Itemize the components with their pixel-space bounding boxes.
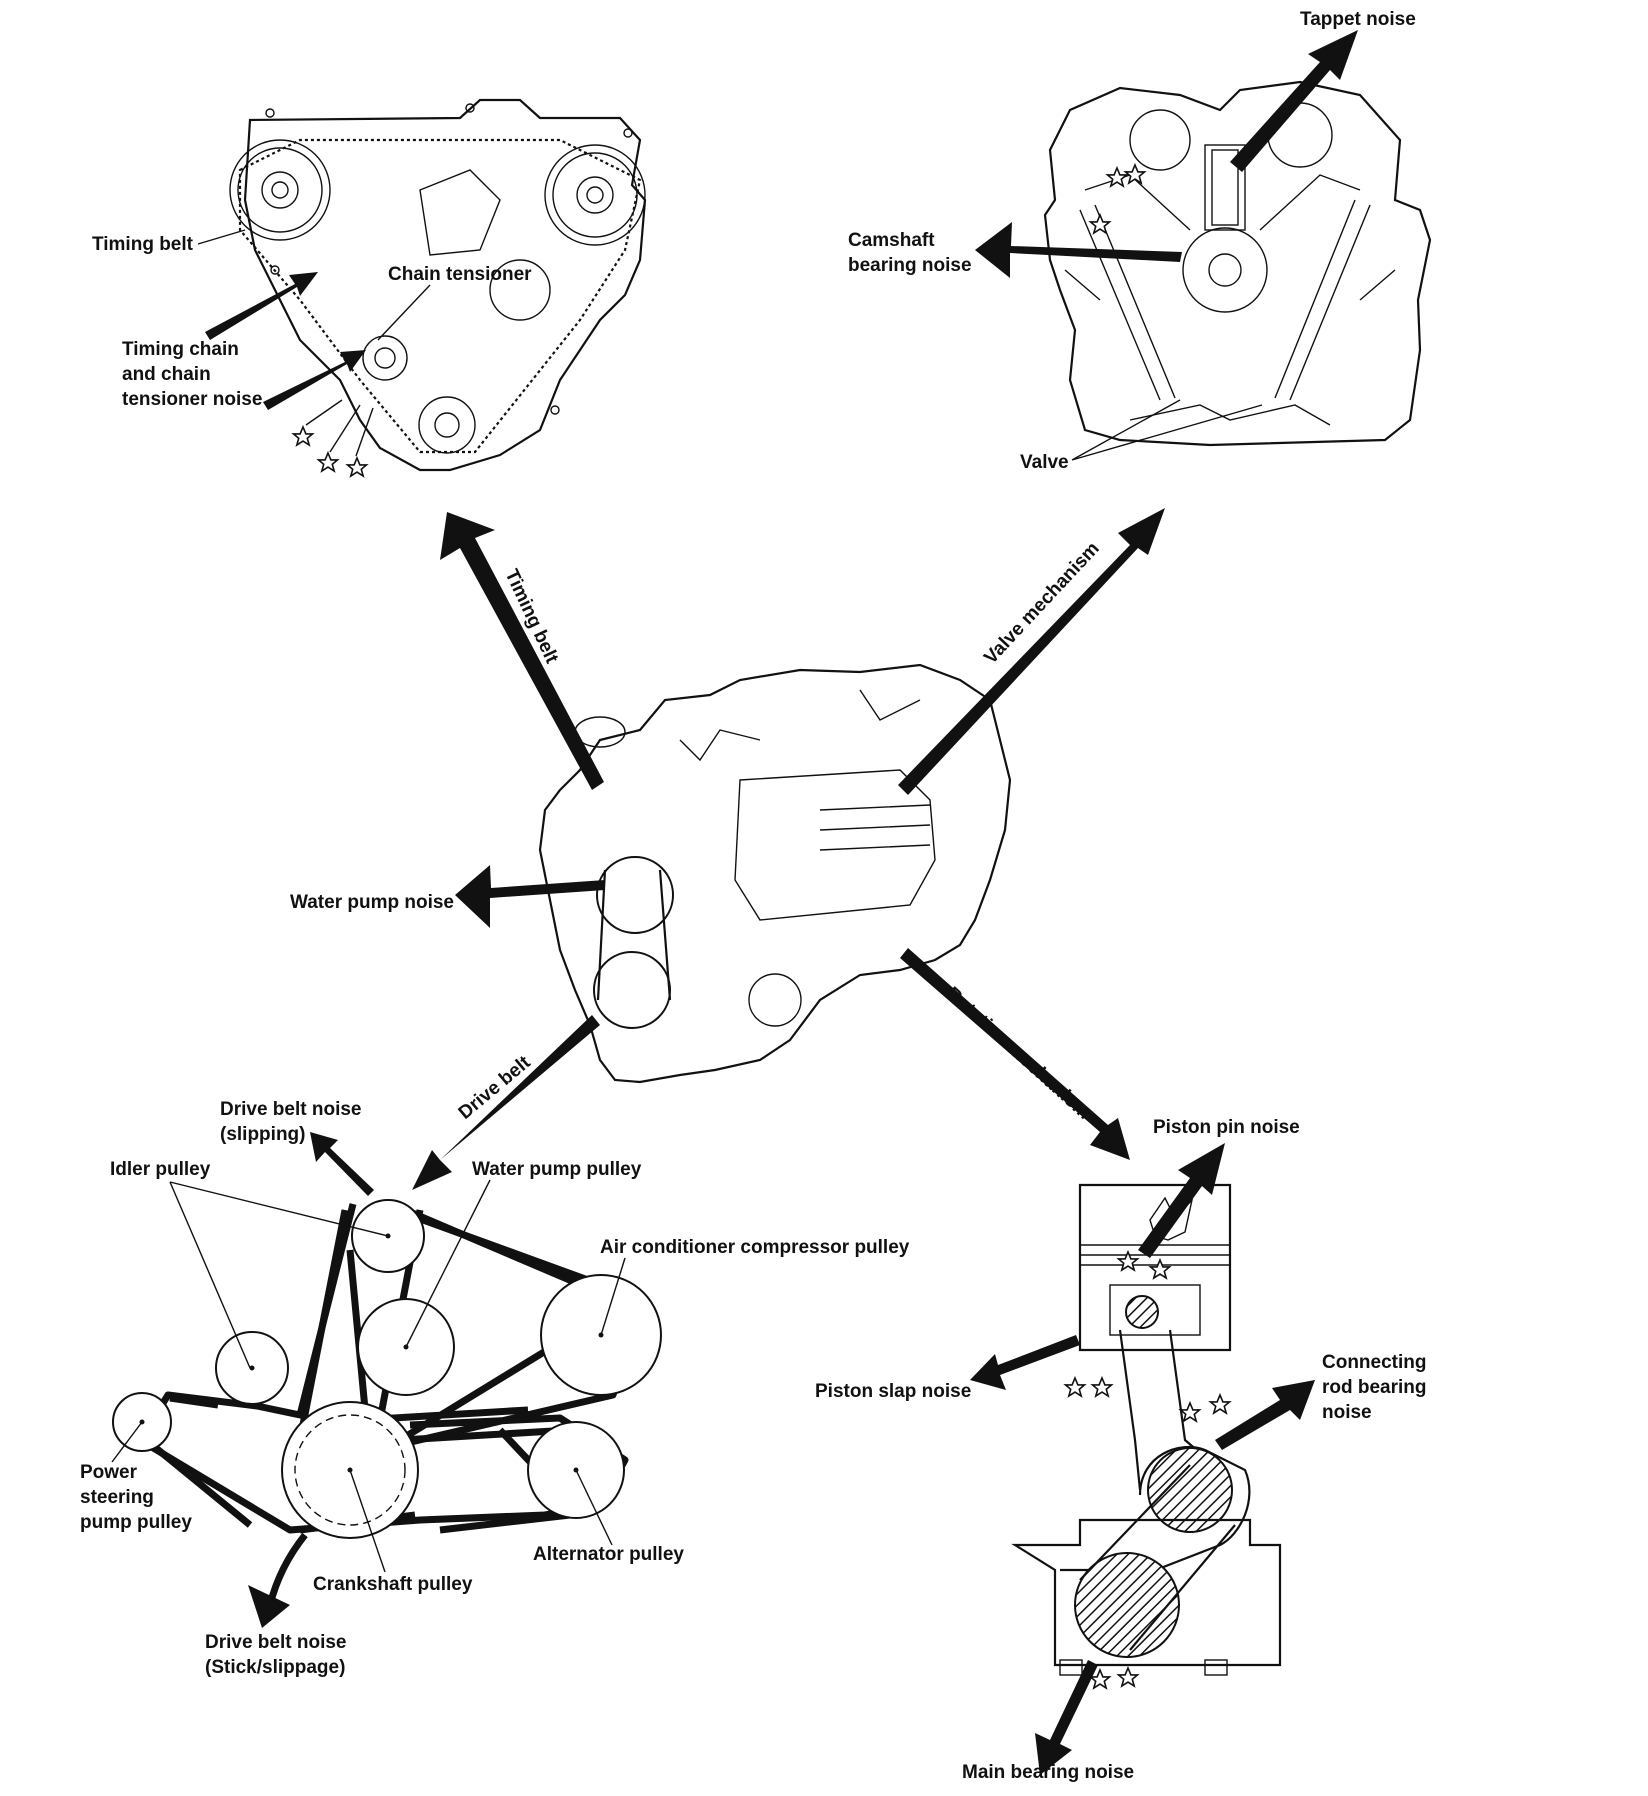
main-bearing-noise-arrow bbox=[1035, 1660, 1098, 1775]
connecting-rod-noise-line3: noise bbox=[1322, 1402, 1372, 1423]
timing-chain-noise-label-line3: tensioner noise bbox=[122, 389, 262, 410]
piston-pin-noise-label: Piston pin noise bbox=[1153, 1117, 1300, 1138]
water-pump-pulley-label: Water pump pulley bbox=[472, 1159, 642, 1180]
star-icon bbox=[1149, 1259, 1171, 1279]
camshaft-bearing-noise-line2: bearing noise bbox=[848, 255, 972, 276]
power-steering-pulley-line1: Power bbox=[80, 1462, 138, 1483]
piston-slap-noise-arrow bbox=[970, 1335, 1080, 1390]
power-steering-pulley-line2: steering bbox=[80, 1487, 154, 1508]
star-icon bbox=[346, 457, 368, 477]
piston-pin-noise-arrow bbox=[1138, 1143, 1225, 1258]
timing-belt-branch-arrow bbox=[440, 512, 604, 790]
water-pump-noise-label: Water pump noise bbox=[290, 892, 454, 913]
connecting-rod-noise-line2: rod bearing bbox=[1322, 1377, 1427, 1398]
tensioner-arrow bbox=[263, 350, 366, 410]
camshaft-bearing-noise-line1: Camshaft bbox=[848, 230, 935, 251]
valve-mechanism-branch-arrow bbox=[898, 508, 1165, 795]
drive-belt-branch-arrow bbox=[412, 1015, 600, 1190]
water-pump-noise-arrow bbox=[455, 865, 605, 928]
timing-chain-arrow bbox=[205, 272, 318, 340]
chain-tensioner-label: Chain tensioner bbox=[388, 264, 532, 285]
main-bearing-noise-label: Main bearing noise bbox=[962, 1762, 1134, 1783]
star-icon bbox=[292, 426, 314, 446]
timing-chain-noise-label-line2: and chain bbox=[122, 364, 211, 385]
drive-belt-noise-slipping-line1: Drive belt noise bbox=[220, 1099, 362, 1120]
camshaft-noise-arrow bbox=[975, 222, 1182, 278]
star-icon bbox=[1117, 1667, 1139, 1687]
star-icon bbox=[317, 452, 339, 472]
drive-belt-illustration bbox=[112, 1199, 662, 1539]
rotation-mechanism-branch-label: Rotation mechanism bbox=[942, 983, 1095, 1124]
valve-label: Valve bbox=[1020, 452, 1069, 473]
valve-mechanism-illustration bbox=[1043, 80, 1432, 447]
piston-slap-noise-label: Piston slap noise bbox=[815, 1381, 971, 1402]
star-icon bbox=[1209, 1394, 1231, 1414]
alternator-pulley-label: Alternator pulley bbox=[533, 1544, 684, 1565]
drive-belt-slipping-arrow bbox=[310, 1132, 374, 1196]
rotation-mechanism-branch-arrow bbox=[900, 948, 1130, 1160]
star-icon bbox=[1179, 1402, 1201, 1422]
connecting-rod-noise-line1: Connecting bbox=[1322, 1352, 1427, 1373]
engine-illustration bbox=[538, 663, 1012, 1084]
star-icon bbox=[1106, 167, 1128, 187]
drive-belt-noise-slipping-line2: (slipping) bbox=[220, 1124, 305, 1145]
star-icon bbox=[1089, 214, 1111, 234]
star-icon bbox=[1091, 1377, 1113, 1397]
tappet-noise-arrow bbox=[1230, 30, 1358, 172]
timing-chain-noise-label-line1: Timing chain bbox=[122, 339, 239, 360]
drive-belt-stick-arrow bbox=[248, 1585, 290, 1628]
ac-compressor-pulley-label: Air conditioner compressor pulley bbox=[600, 1237, 910, 1258]
connecting-rod-noise-arrow bbox=[1215, 1380, 1315, 1450]
idler-pulley-label: Idler pulley bbox=[110, 1159, 211, 1180]
crankshaft-pulley-label: Crankshaft pulley bbox=[313, 1574, 473, 1595]
tappet-noise-label: Tappet noise bbox=[1300, 9, 1416, 30]
drive-belt-noise-stick-line1: Drive belt noise bbox=[205, 1632, 347, 1653]
power-steering-pulley-line3: pump pulley bbox=[80, 1512, 192, 1533]
drive-belt-noise-stick-line2: (Stick/slippage) bbox=[205, 1657, 345, 1678]
timing-belt-label: Timing belt bbox=[92, 234, 194, 255]
star-icon bbox=[1064, 1377, 1086, 1397]
timing-belt-illustration bbox=[229, 98, 647, 472]
rotation-mechanism-illustration bbox=[1011, 1183, 1282, 1676]
